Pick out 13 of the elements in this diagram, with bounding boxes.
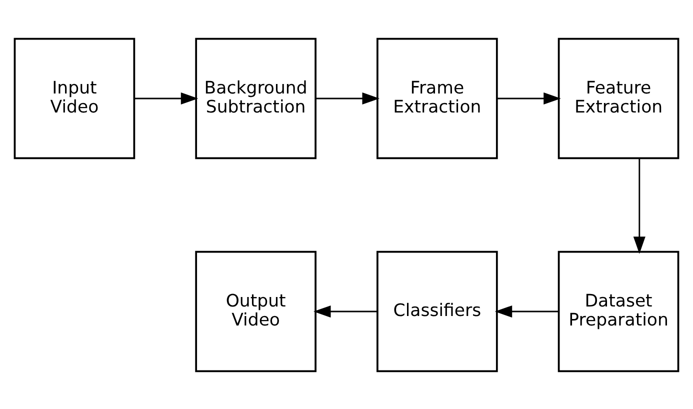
arrow [497, 92, 561, 104]
node-box: Feature Extraction [558, 37, 680, 159]
node-box: Classifiers [376, 250, 498, 372]
node-box: Dataset Preparation [558, 250, 680, 372]
arrow [313, 304, 378, 318]
node-box: Background Subtraction [195, 37, 316, 159]
arrow [494, 304, 559, 318]
node-box: Input Video [14, 37, 136, 159]
arrow [633, 158, 646, 254]
node-box: Output Video [195, 250, 316, 372]
node-box: Frame Extraction [376, 37, 498, 159]
arrow [316, 92, 380, 104]
arrow [134, 92, 198, 104]
